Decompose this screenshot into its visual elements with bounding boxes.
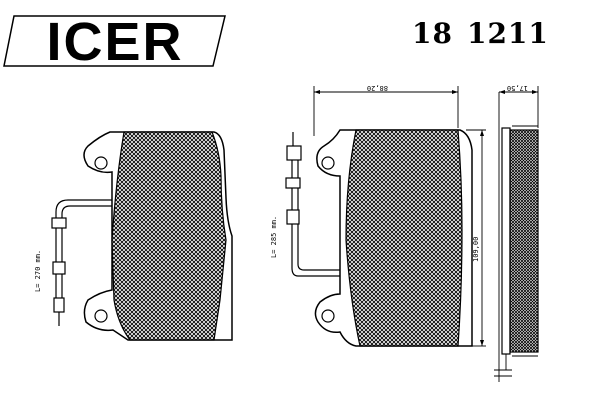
width-dimension-label: 88,20	[367, 84, 388, 92]
right-sensor-connector-upper	[286, 145, 302, 161]
right-lower-ear-hole	[321, 309, 335, 323]
part-number: 18 1211	[412, 17, 549, 50]
left-lower-ear-hole	[94, 309, 108, 323]
right-wire-length-label: L= 285 mm.	[270, 216, 278, 258]
icer-logo-graphic: ICER	[3, 12, 226, 72]
width-dimension: 88,20	[313, 84, 459, 136]
height-dimension: 109,00	[466, 129, 486, 347]
side-backing-plate	[501, 127, 511, 355]
right-brake-pad: L= 285 mm. 88,20 109,00	[270, 84, 486, 347]
height-dimension-label: 109,00	[472, 237, 480, 262]
logo-lettering: ICER	[46, 12, 183, 72]
left-sensor-connector-upper	[51, 217, 67, 229]
right-sensor-connector-mid	[285, 177, 301, 189]
right-upper-ear-hole	[321, 156, 335, 170]
right-sensor-connector-lower	[286, 209, 300, 225]
part-series: 18	[412, 17, 453, 50]
side-view-pad: 17,50	[494, 84, 539, 382]
part-code: 1211	[466, 17, 549, 50]
right-sensor-wire	[291, 150, 340, 277]
left-sensor-connector-lower	[53, 297, 65, 313]
brand-logo: ICER	[0, 0, 240, 80]
right-friction-material	[345, 129, 463, 347]
left-upper-ear-hole	[94, 156, 108, 170]
side-friction-block	[509, 129, 539, 353]
left-friction-material	[111, 131, 227, 341]
left-brake-pad: L= 270 mm.	[34, 131, 233, 341]
left-sensor-wire	[61, 205, 112, 300]
left-sensor-connector-mid	[52, 261, 66, 275]
left-wire-length-label: L= 270 mm.	[34, 250, 42, 292]
thickness-dimension-label: 17,50	[507, 84, 528, 92]
